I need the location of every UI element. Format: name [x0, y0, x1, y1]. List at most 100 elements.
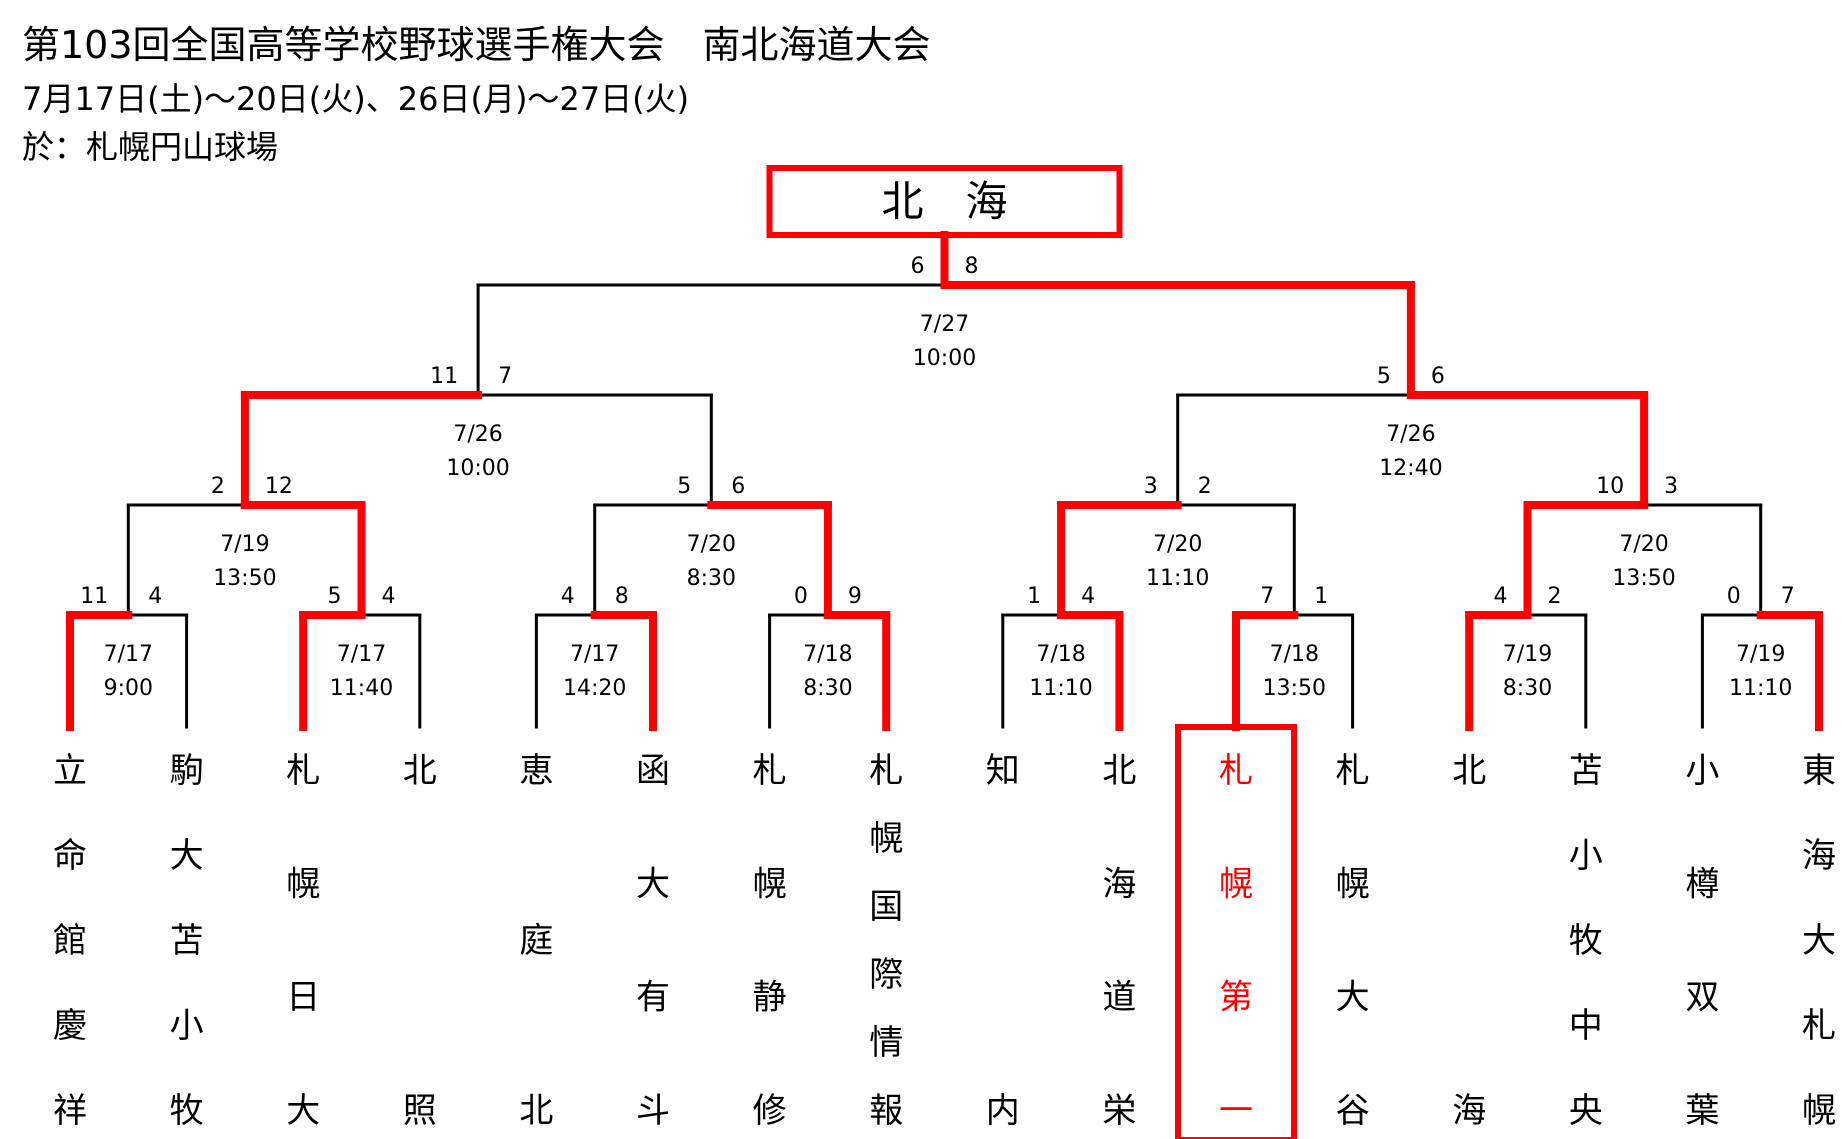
team-name-char: 国 [869, 887, 903, 927]
match-time: 11:10 [1729, 676, 1792, 701]
team-name-char: 命 [53, 836, 87, 876]
team-name-char: 恵 [519, 751, 553, 791]
match-date: 7/17 [337, 642, 386, 667]
match-date: 7/19 [1503, 642, 1552, 667]
team-name-char: 幌 [869, 819, 903, 859]
match-time: 8:30 [1503, 676, 1552, 701]
team-name-char: 幌 [1219, 864, 1253, 904]
team-name-char: 大 [636, 864, 670, 904]
match-time: 11:10 [1146, 566, 1209, 591]
tournament-venue: 於：札幌円山球場 [22, 128, 279, 166]
match-date: 7/19 [220, 532, 269, 557]
team-name-char: 幌 [286, 864, 320, 904]
score-right: 7 [498, 364, 512, 389]
match-date: 7/18 [1036, 642, 1085, 667]
score-left: 0 [1727, 584, 1741, 609]
team-name-char: 苫 [1569, 751, 1603, 791]
score-right: 9 [848, 584, 862, 609]
score-left: 0 [794, 584, 808, 609]
team-name-char: 葉 [1685, 1091, 1719, 1131]
team-name-char: 札 [1802, 1006, 1836, 1046]
team-name-char: 牧 [170, 1091, 204, 1131]
team-name-char: 大 [1802, 921, 1836, 961]
team-name-char: 一 [1219, 1091, 1253, 1131]
team-name-char: 札 [1336, 751, 1370, 791]
match-time: 10:00 [913, 346, 976, 371]
team-name-char: 日 [286, 978, 320, 1018]
score-left: 1 [1027, 584, 1041, 609]
team-name-char: 駒 [170, 751, 204, 791]
score-right: 4 [1081, 584, 1095, 609]
score-right: 2 [1198, 474, 1212, 499]
team-name-char: 北 [1452, 751, 1486, 791]
score-right: 3 [1664, 474, 1678, 499]
team-name-char: 双 [1685, 978, 1719, 1018]
team-name-char: 北 [403, 751, 437, 791]
score-left: 10 [1596, 474, 1624, 499]
score-left: 5 [328, 584, 342, 609]
tournament-dates: 7月17日(土)～20日(火)、26日(月)～27日(火) [22, 80, 690, 118]
team-name-char: 幌 [753, 864, 787, 904]
match-time: 13:50 [1612, 566, 1675, 591]
team-name-char: 知 [986, 751, 1020, 791]
match-date: 7/18 [1270, 642, 1319, 667]
team-name-char: 小 [1569, 836, 1603, 876]
score-right: 2 [1548, 584, 1562, 609]
team-name-char: 報 [869, 1091, 903, 1131]
match-time: 13:50 [1263, 676, 1326, 701]
team-name-char: 幌 [1336, 864, 1370, 904]
team-name-char: 海 [1452, 1091, 1486, 1131]
team-name-char: 小 [1685, 751, 1719, 791]
match-time: 8:30 [687, 566, 736, 591]
score-right: 8 [615, 584, 629, 609]
team-name-char: 中 [1569, 1006, 1603, 1046]
score-left: 2 [211, 474, 225, 499]
score-right: 1 [1314, 584, 1328, 609]
team-name-char: 札 [286, 751, 320, 791]
team-name-char: 庭 [519, 921, 553, 961]
match-date: 7/20 [1619, 532, 1668, 557]
match-date: 7/19 [1736, 642, 1785, 667]
match-time: 10:00 [446, 456, 509, 481]
team-name-char: 照 [403, 1091, 437, 1131]
match-time: 14:20 [563, 676, 626, 701]
team-name-char: 栄 [1102, 1091, 1136, 1131]
team-name-char: 札 [753, 751, 787, 791]
match-date: 7/20 [1153, 532, 1202, 557]
team-name-char: 静 [753, 978, 787, 1018]
champion-name: 北 海 [881, 177, 1007, 226]
score-right: 7 [1781, 584, 1795, 609]
match-date: 7/18 [803, 642, 852, 667]
team-name-char: 小 [170, 1006, 204, 1046]
team-name-char: 牧 [1569, 921, 1603, 961]
team-name-char: 慶 [53, 1006, 87, 1046]
match-date: 7/17 [104, 642, 153, 667]
match-time: 11:40 [330, 676, 393, 701]
match-date: 7/20 [687, 532, 736, 557]
score-right: 4 [382, 584, 396, 609]
score-left: 4 [561, 584, 575, 609]
score-left: 11 [80, 584, 108, 609]
score-left: 11 [430, 364, 458, 389]
match-date: 7/26 [1386, 422, 1435, 447]
team-name-char: 祥 [53, 1091, 87, 1131]
team-name-char: 北 [1102, 751, 1136, 791]
match-date: 7/26 [453, 422, 502, 447]
match-date: 7/17 [570, 642, 619, 667]
team-name-char: 有 [636, 978, 670, 1018]
match-time: 13:50 [213, 566, 276, 591]
team-name-char: 東 [1802, 751, 1836, 791]
team-name-char: 札 [1219, 751, 1253, 791]
match-time: 9:00 [104, 676, 153, 701]
match-time: 11:10 [1029, 676, 1092, 701]
score-right: 6 [1431, 364, 1445, 389]
team-name-char: 央 [1569, 1091, 1603, 1131]
team-name-char: 修 [753, 1091, 787, 1131]
champion-box [766, 165, 1123, 238]
team-name-char: 大 [1336, 978, 1370, 1018]
team-name-char: 樽 [1685, 864, 1719, 904]
team-name-char: 道 [1102, 978, 1136, 1018]
team-name-char: 北 [519, 1091, 553, 1131]
team-name-char: 大 [286, 1091, 320, 1131]
